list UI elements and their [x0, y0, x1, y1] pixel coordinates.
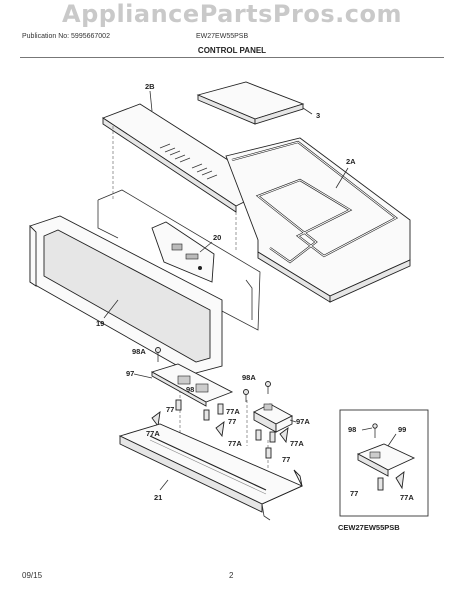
screw-98a-right — [265, 381, 271, 394]
watermark: AppliancePartsPros.com — [62, 0, 402, 28]
inset-caption: CEW27EW55PSB — [338, 523, 400, 532]
inset-label-99: 99 — [398, 425, 406, 434]
leader-3 — [302, 107, 313, 115]
part-19-front-panel — [29, 215, 223, 375]
leader-97a — [289, 419, 297, 423]
header-divider — [20, 57, 444, 58]
label-19: 19 — [96, 319, 104, 328]
inset-label-98: 98 — [348, 425, 356, 434]
inset-label-77a: 77A — [400, 493, 414, 502]
inset-detail-box — [339, 409, 429, 517]
part-97a-transformer — [253, 403, 293, 433]
label-77a-right: 77A — [290, 439, 304, 448]
page-title: CONTROL PANEL — [197, 46, 267, 55]
leader-20 — [199, 241, 213, 253]
inset-label-77: 77 — [350, 489, 358, 498]
label-2a: 2A — [346, 157, 356, 166]
leader-21 — [159, 479, 169, 491]
label-97: 97 — [126, 369, 134, 378]
part-97-relay-board — [150, 363, 234, 407]
screw-98a-left — [155, 347, 161, 362]
leader-19 — [103, 299, 119, 319]
footer-page-number: 2 — [229, 571, 234, 580]
label-97a: 97A — [296, 417, 310, 426]
leader-97 — [133, 373, 153, 379]
standoffs-left — [151, 399, 225, 438]
leader-2a — [335, 167, 349, 189]
side-frame-bracket — [97, 189, 261, 331]
label-77a-mid: 77A — [228, 439, 242, 448]
footer-date: 09/15 — [22, 571, 43, 580]
screw-98 — [243, 389, 249, 402]
leader-inset-99 — [387, 433, 397, 447]
leader-inset-98 — [361, 427, 373, 431]
label-2b: 2B — [145, 82, 155, 91]
label-3: 3 — [316, 111, 320, 120]
label-77-mid: 77 — [228, 417, 236, 426]
label-21: 21 — [154, 493, 162, 502]
label-77-left: 77 — [166, 405, 174, 414]
label-98: 98 — [186, 385, 194, 394]
label-77-right: 77 — [282, 455, 290, 464]
publication-number: Publication No: 5995667002 — [22, 33, 110, 40]
part-3-cover — [196, 81, 305, 125]
label-77a-top: 77A — [226, 407, 240, 416]
part-21-base-tray — [118, 423, 304, 521]
label-20: 20 — [213, 233, 221, 242]
standoffs-right — [255, 426, 289, 459]
label-98a-right: 98A — [242, 373, 256, 382]
label-98a-left: 98A — [132, 347, 146, 356]
leader-2b — [149, 90, 153, 112]
part-20-control-board — [151, 221, 215, 283]
label-77a-left: 77A — [146, 429, 160, 438]
part-2a-element-frame — [225, 137, 411, 303]
model-number: EW27EW55PSB — [196, 33, 249, 40]
